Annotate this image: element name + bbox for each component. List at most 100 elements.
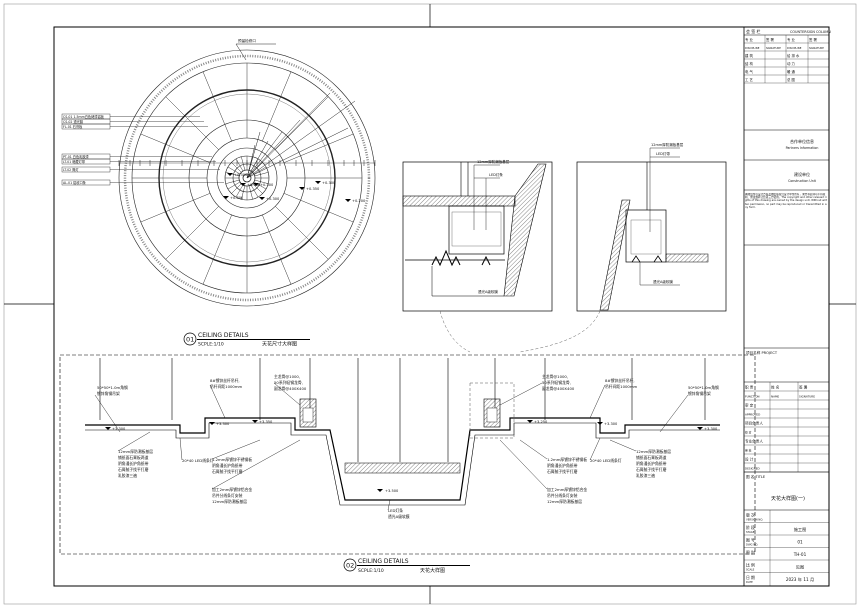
- svg-text:AL-01 铝收口条: AL-01 铝收口条: [63, 180, 87, 185]
- plan-level-mark: +0.350: [299, 187, 320, 191]
- svg-text:+3.500: +3.500: [385, 489, 399, 493]
- section-level-mark: +3.300: [697, 427, 718, 431]
- svg-text:20*40 LED线条灯: 20*40 LED线条灯: [182, 458, 214, 463]
- title-block: 会 签 栏 COUNTERSIGN COLUMN 专 业签 署专 业签 署DIS…: [743, 26, 831, 587]
- svg-text:12mm厚防潮板基层: 12mm厚防潮板基层: [212, 499, 247, 504]
- sign-cell: 电 气: [745, 69, 753, 74]
- row-value: 施工图: [794, 526, 807, 533]
- detail-right-label-2: LED灯带: [656, 151, 670, 156]
- svg-text:+3.300: +3.300: [216, 422, 230, 426]
- svg-text:12mm厚防潮板基层: 12mm厚防潮板基层: [547, 499, 582, 504]
- row-key: 阶 段: [746, 525, 755, 530]
- svg-text:石膏腻子找平打磨: 石膏腻子找平打磨: [547, 469, 578, 474]
- plan-legend-item: AL-01 铝收口条: [61, 179, 224, 186]
- sign-cell: 建 筑: [745, 53, 753, 58]
- svg-text:天花大样图: 天花大样图: [420, 567, 445, 574]
- svg-text:副龙骨@400X400: 副龙骨@400X400: [274, 386, 307, 391]
- row-key: 图 别: [746, 550, 755, 555]
- title-label: 图 名 TITLE: [746, 474, 766, 479]
- svg-text:+0.350: +0.350: [247, 183, 261, 187]
- note-mid-right-top: 主龙骨@1000,50系列轻钢龙骨,副龙骨@400X400: [542, 374, 575, 391]
- svg-text:+0.800: +0.800: [230, 196, 244, 200]
- svg-text:+3.300: +3.300: [112, 427, 126, 431]
- svg-text:+3.250: +3.250: [534, 420, 548, 424]
- svg-text:加工2mm厚镀锌铝合金: 加工2mm厚镀锌铝合金: [547, 487, 587, 492]
- role-cell: 审 核: [745, 449, 752, 453]
- svg-text:20*40 LED线条灯: 20*40 LED线条灯: [590, 458, 622, 463]
- svg-text:50*50*1.0m角钢: 50*50*1.0m角钢: [97, 385, 128, 390]
- plan-level-mark: +0.800: [223, 196, 244, 200]
- section-level-mark: +3.300: [105, 427, 126, 431]
- svg-text:吊件分线条灯安装: 吊件分线条灯安装: [212, 493, 243, 498]
- svg-text:CS-02 透光膜: CS-02 透光膜: [63, 119, 84, 124]
- plan-legend-item: LT-01 暗藏灯带: [61, 158, 216, 165]
- detail-left: 12mm厚防潮板基层 LED灯条 透光A级软膜: [402, 159, 553, 312]
- svg-text:+3.300: +3.300: [704, 427, 718, 431]
- plan-legend-item: LT-02 筒灯: [61, 166, 220, 173]
- section-center-level: +3.500: [377, 489, 399, 493]
- svg-text:1.2mm厚镀锌不锈钢板: 1.2mm厚镀锌不锈钢板: [547, 457, 587, 462]
- project-label: 项目名称 PROJECT: [746, 350, 778, 355]
- sign-cell: DISCIPLINE: [745, 46, 760, 50]
- svg-text:石膏腻子找平打磨: 石膏腻子找平打磨: [118, 467, 149, 472]
- sign-cell: 签 署: [766, 37, 774, 42]
- svg-text:阴角通长护角纸带: 阴角通长护角纸带: [118, 461, 149, 466]
- row-key-en: VERSION NO.: [746, 518, 763, 522]
- svg-text:LED灯条: LED灯条: [388, 508, 403, 513]
- svg-text:8#镀锌丝杆吊杆,: 8#镀锌丝杆吊杆,: [605, 378, 635, 383]
- svg-text:LT-01 暗藏灯带: LT-01 暗藏灯带: [63, 159, 86, 164]
- svg-text:12mm厚防潮板基层: 12mm厚防潮板基层: [118, 449, 153, 454]
- plan-legend-item: FL-01 石膏板: [61, 123, 208, 130]
- svg-text:透光A级软膜: 透光A级软膜: [388, 514, 410, 519]
- svg-text:12mm厚防潮板基层: 12mm厚防潮板基层: [636, 449, 671, 454]
- svg-text:会 签 栏: 会 签 栏: [746, 28, 761, 34]
- drawing-title: 天花大样图(一): [771, 495, 805, 502]
- note-mid-top: 主龙骨@1000,50系列轻钢龙骨,副龙骨@400X400: [274, 374, 307, 391]
- sign-cell: 专 业: [745, 37, 753, 42]
- svg-text:天花尺寸大样图: 天花尺寸大样图: [262, 341, 297, 348]
- svg-text:副龙骨@400X400: 副龙骨@400X400: [542, 386, 575, 391]
- role-cell: 项目负责人: [745, 421, 763, 426]
- detail-left-label-3: 透光A级软膜: [478, 289, 498, 294]
- copyright-notice: 本图纸所示设计方案及图纸版权归设计单位所有，未经书面许可不得复制、修改或转让给第…: [745, 193, 828, 209]
- svg-text:PT-01 白色乳胶漆: PT-01 白色乳胶漆: [63, 154, 90, 159]
- role-cell: 审 定: [745, 403, 754, 408]
- svg-text:加工2mm厚镀锌铝合金: 加工2mm厚镀锌铝合金: [212, 487, 252, 492]
- row-key: 版 次: [746, 513, 755, 518]
- role-cell: APPROVED: [745, 413, 760, 417]
- role-cell: 签 署: [799, 385, 808, 390]
- row-key-en: STAGE: [746, 530, 755, 534]
- svg-text:COUNTERSIGN COLUMN: COUNTERSIGN COLUMN: [790, 30, 831, 34]
- title-02: 02 CEILING DETAILS SCPLE:1/10 天花大样图: [343, 558, 470, 574]
- role-cell: FUNCTION: [745, 395, 760, 399]
- svg-text:铺纸面石膏板两道: 铺纸面石膏板两道: [118, 455, 149, 460]
- note-mid-left-top: 8#镀锌丝杆吊杆,吊杆间距1000mm: [210, 378, 243, 389]
- detail-right-label-3: 透光A级软膜: [653, 279, 673, 284]
- svg-text:+3.350: +3.350: [259, 420, 273, 424]
- svg-text:CS-01 1.5mm白色烤漆铝板: CS-01 1.5mm白色烤漆铝板: [63, 114, 105, 119]
- note-led-left: 20*40 LED线条灯: [182, 458, 214, 463]
- svg-text:FL-01 石膏板: FL-01 石膏板: [63, 124, 83, 129]
- svg-text:阴角通长护角纸带: 阴角通长护角纸带: [547, 463, 578, 468]
- svg-text:50*50*1.0m角钢: 50*50*1.0m角钢: [688, 385, 719, 390]
- role-cell: 校 对: [745, 431, 752, 435]
- role-cell: 设 计: [745, 457, 754, 462]
- sign-cell: 签 署: [809, 37, 817, 42]
- svg-text:1.2mm厚镀锌不锈钢板: 1.2mm厚镀锌不锈钢板: [212, 457, 252, 462]
- svg-text:镀锌角钢吊架: 镀锌角钢吊架: [97, 391, 120, 396]
- detail-right-label-1: 12mm厚防潮板基层: [651, 142, 684, 147]
- sign-cell: DISCIPLINE: [787, 46, 802, 50]
- plan-level-mark: +0.300: [227, 173, 248, 177]
- svg-text:SCPLE:1/10: SCPLE:1/10: [358, 568, 384, 574]
- plan-level-mark: +0.350: [240, 183, 261, 187]
- row-value: TH-01: [793, 552, 807, 557]
- svg-text:SCPLE:1/10: SCPLE:1/10: [198, 342, 224, 348]
- sign-cell: 暖 通: [787, 69, 795, 74]
- row-value: 01: [797, 540, 803, 545]
- svg-text:8#镀锌丝杆吊杆,: 8#镀锌丝杆吊杆,: [210, 378, 240, 383]
